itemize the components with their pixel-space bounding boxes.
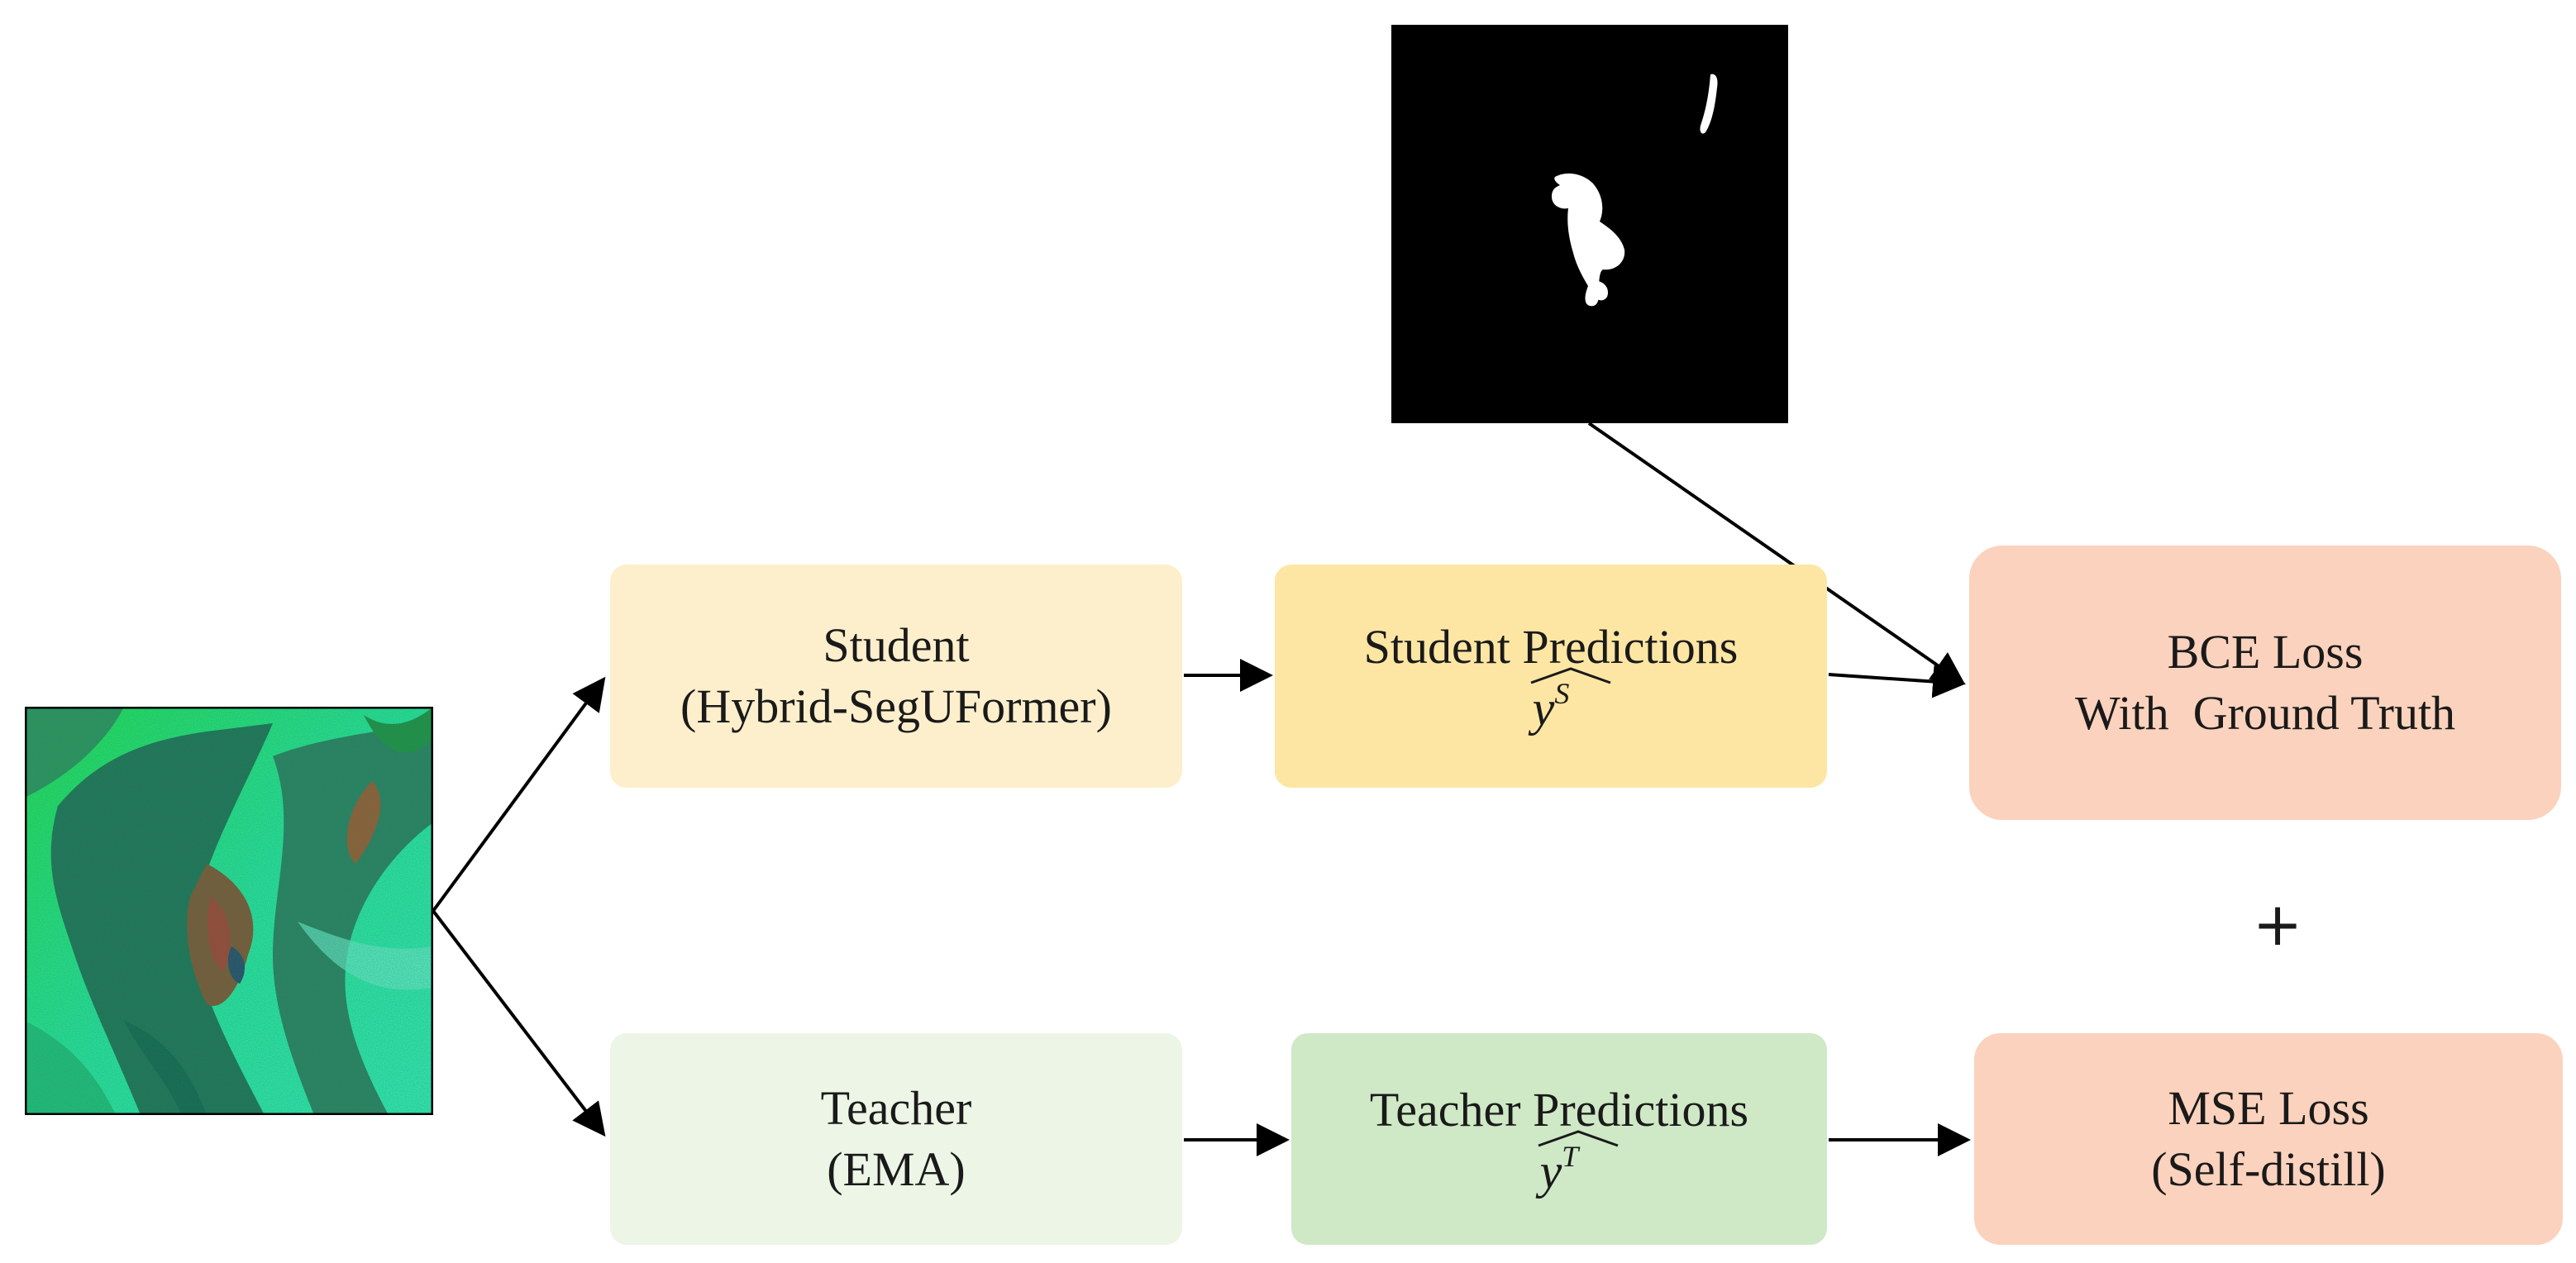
bce-loss-title: BCE Loss (2167, 624, 2364, 679)
teacher-predictions-symbol: yT (1538, 1130, 1619, 1199)
student-predictions-symbol: yS (1530, 667, 1611, 736)
student-predictions-node: Student Predictions yS (1275, 565, 1827, 788)
student-subtitle: (Hybrid-SegUFormer) (680, 679, 1112, 733)
hat-accent-icon (1538, 1130, 1619, 1147)
teacher-node: Teacher (EMA) (610, 1033, 1182, 1245)
arrow-input-to-teacher (432, 909, 606, 1137)
student-symbol-sup: S (1554, 677, 1570, 711)
bce-loss-subtitle: With Ground Truth (2074, 686, 2456, 740)
student-title: Student (823, 617, 970, 672)
arrow-ground-truth-to-bce (1587, 422, 1966, 685)
arrow-student-predictions-to-bce (1828, 665, 1966, 698)
student-predictions-label: Student Predictions (1363, 619, 1739, 674)
student-symbol-base: y (1532, 681, 1555, 736)
bce-loss-node: BCE Loss With Ground Truth (1969, 546, 2561, 820)
student-node: Student (Hybrid-SegUFormer) (610, 565, 1182, 788)
input-image (25, 707, 433, 1115)
mse-loss-node: MSE Loss (Self-distill) (1974, 1033, 2563, 1245)
mse-loss-title: MSE Loss (2168, 1080, 2369, 1135)
arrow-input-to-student (432, 676, 606, 913)
ground-truth-mask-image (1391, 25, 1788, 423)
teacher-predictions-node: Teacher Predictions yT (1291, 1033, 1827, 1245)
teacher-subtitle: (EMA) (827, 1142, 966, 1196)
teacher-predictions-label: Teacher Predictions (1369, 1082, 1749, 1137)
mse-loss-subtitle: (Self-distill) (2151, 1142, 2386, 1196)
teacher-symbol-sup: T (1562, 1140, 1579, 1174)
plus-sign: + (2252, 889, 2303, 959)
teacher-title: Teacher (820, 1080, 972, 1135)
teacher-symbol-base: y (1539, 1144, 1562, 1199)
hat-accent-icon (1530, 667, 1611, 684)
